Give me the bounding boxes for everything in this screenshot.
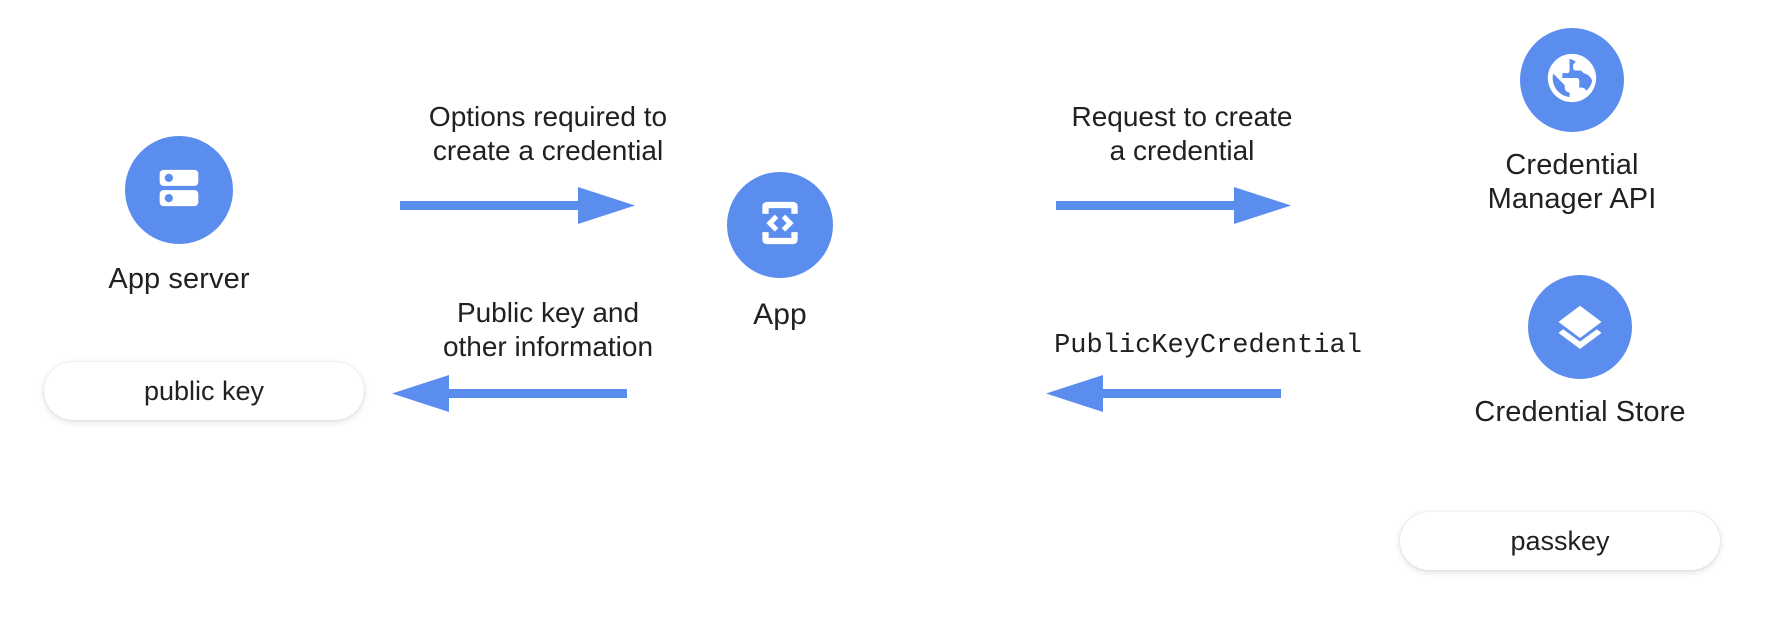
arrow-label-options-required: Options required to create a credential [428, 101, 668, 166]
arrow-label-public-key-credential: PublicKeyCredential [1054, 331, 1362, 361]
node-label-app-server: App server [108, 263, 250, 295]
node-app-server[interactable]: App server [58, 136, 300, 296]
node-credential-store[interactable]: Credential Store [1440, 275, 1720, 429]
pill-passkey[interactable]: passkey [1400, 512, 1720, 570]
arrow-request-to-create [1056, 184, 1291, 228]
node-label-app: App [753, 298, 807, 331]
server-icon [150, 159, 208, 222]
node-app[interactable]: App [672, 172, 888, 332]
layers-icon [1552, 297, 1608, 358]
credential-manager-api-icon-circle [1520, 28, 1624, 132]
arrow-options-required [400, 184, 635, 228]
credential-store-icon-circle [1528, 275, 1632, 379]
arrow-public-key-credential [1046, 372, 1281, 416]
app-server-icon-circle [125, 136, 233, 244]
pill-label-passkey: passkey [1510, 525, 1610, 556]
node-label-credential-manager-api: Credential Manager API [1487, 149, 1657, 216]
pill-label-public-key: public key [143, 375, 265, 406]
globe-icon [1543, 49, 1601, 112]
arrow-label-request-to-create: Request to create a credential [1071, 101, 1293, 166]
phone-code-icon [751, 194, 809, 257]
pill-public-key[interactable]: public key [44, 362, 364, 420]
node-credential-manager-api[interactable]: Credential Manager API [1437, 28, 1707, 216]
arrow-public-key-and-other-information [392, 372, 627, 416]
arrow-label-public-key-and-other-information: Public key and other information [442, 297, 654, 362]
node-label-credential-store: Credential Store [1474, 396, 1686, 428]
app-icon-circle [727, 172, 833, 278]
